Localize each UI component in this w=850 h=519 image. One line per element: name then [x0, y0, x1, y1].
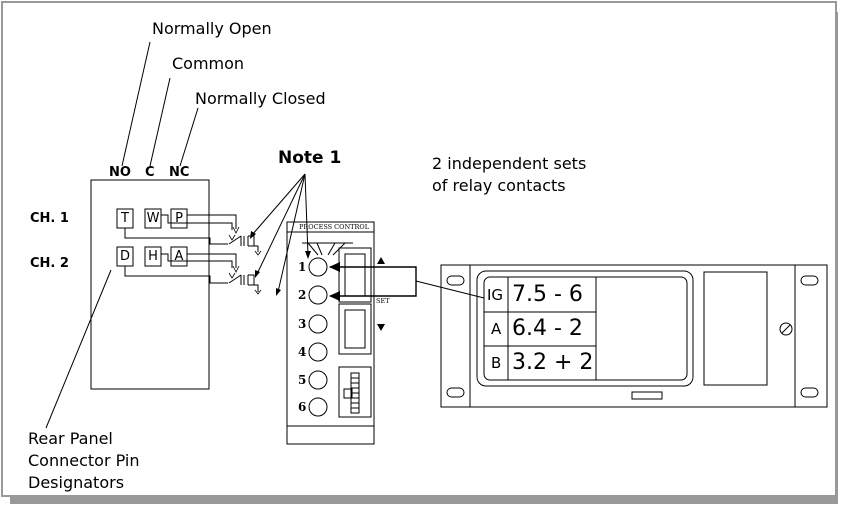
rack-slot-top-right — [800, 275, 819, 286]
display-row-value-ig: 7.5 - 6 — [512, 282, 583, 307]
module-display-upper — [338, 247, 372, 303]
display-row-value-a: 6.4 - 2 — [512, 316, 583, 341]
display-down-arrow-icon — [377, 324, 385, 331]
column-header-no: NO — [109, 165, 131, 180]
display-row-label-a: A — [491, 320, 502, 338]
module-display-lower — [338, 303, 372, 355]
channel-2-label: CH. 2 — [30, 256, 69, 271]
rear-panel-line-3: Designators — [28, 473, 125, 492]
pin-ch1-c: W — [146, 211, 160, 226]
module-button-6[interactable] — [308, 397, 328, 417]
note-arrowhead-4 — [276, 288, 281, 296]
leader-normally-open — [121, 41, 151, 167]
rack-unit — [440, 264, 828, 408]
arrow-to-button-1 — [329, 262, 340, 272]
note-arrow-4 — [277, 173, 306, 293]
relay-ch1-wiring — [124, 214, 259, 252]
module-button-4[interactable] — [308, 342, 328, 362]
leader-normally-closed — [179, 107, 199, 167]
note-1-label: Note 1 — [278, 148, 342, 168]
rear-panel-line-1: Rear Panel — [28, 429, 113, 448]
pin-ch1-nc: P — [175, 211, 183, 226]
note-arrowhead-2 — [305, 251, 311, 259]
note-arrow-3 — [256, 173, 306, 275]
note-arrowhead-1 — [250, 231, 256, 239]
label-common: Common — [172, 54, 245, 73]
module-button-1[interactable] — [308, 257, 328, 277]
pin-box — [170, 246, 188, 267]
rack-screw-icon — [779, 322, 793, 336]
rack-slot-top-left — [446, 275, 465, 286]
rack-slot-bottom-right — [800, 387, 819, 398]
pin-box — [170, 208, 188, 229]
column-header-c: C — [145, 165, 155, 180]
pin-ch2-c: H — [148, 249, 158, 264]
rack-leader — [415, 280, 485, 299]
module-button-2[interactable] — [308, 285, 328, 305]
module-button-5-number: 5 — [298, 373, 307, 387]
module-button-6-number: 6 — [298, 400, 307, 414]
pin-box — [144, 208, 162, 229]
leader-rear-panel — [45, 269, 112, 429]
arrow-to-button-2 — [329, 291, 340, 301]
module-button-3[interactable] — [308, 314, 328, 334]
module-title: PROCESS CONTROL — [299, 223, 370, 231]
connector-panel — [90, 179, 210, 390]
module-button-1-number: 1 — [298, 260, 307, 274]
display-row-value-b: 3.2 + 2 — [512, 350, 594, 375]
pin-box — [144, 246, 162, 267]
display-row-label-b: B — [491, 354, 502, 372]
label-normally-closed: Normally Closed — [195, 89, 326, 108]
label-normally-open: Normally Open — [152, 19, 272, 38]
process-control-module — [286, 221, 375, 445]
display-row-label-ig: IG — [487, 286, 504, 304]
rack-right-panel — [703, 271, 768, 386]
rack-display-window — [476, 270, 694, 387]
relay-sets-line-1: 2 independent sets — [432, 154, 587, 173]
frame-border — [1, 1, 837, 497]
module-button-2-number: 2 — [298, 288, 307, 302]
channel-1-label: CH. 1 — [30, 211, 69, 226]
pin-ch1-no: T — [121, 211, 129, 226]
note-arrow-1 — [251, 173, 306, 236]
display-up-arrow-icon — [377, 257, 385, 264]
module-button-3-number: 3 — [298, 317, 307, 331]
note-arrowhead-3 — [255, 270, 260, 278]
module-button-5[interactable] — [308, 370, 328, 390]
rack-slot-bottom-left — [446, 387, 465, 398]
rack-bottom-tab — [631, 391, 663, 400]
leader-common — [149, 77, 171, 167]
module-set-label: SET — [376, 297, 390, 305]
column-header-nc: NC — [169, 165, 190, 180]
note-arrow-2 — [304, 173, 309, 256]
module-button-4-number: 4 — [298, 345, 307, 359]
pin-ch2-no: D — [119, 249, 130, 264]
pin-ch2-nc: A — [174, 249, 184, 264]
rear-panel-line-2: Connector Pin — [28, 451, 140, 470]
relay-ch2-wiring — [124, 253, 259, 292]
module-slider-window — [338, 366, 372, 418]
relay-sets-line-2: of relay contacts — [432, 176, 566, 195]
